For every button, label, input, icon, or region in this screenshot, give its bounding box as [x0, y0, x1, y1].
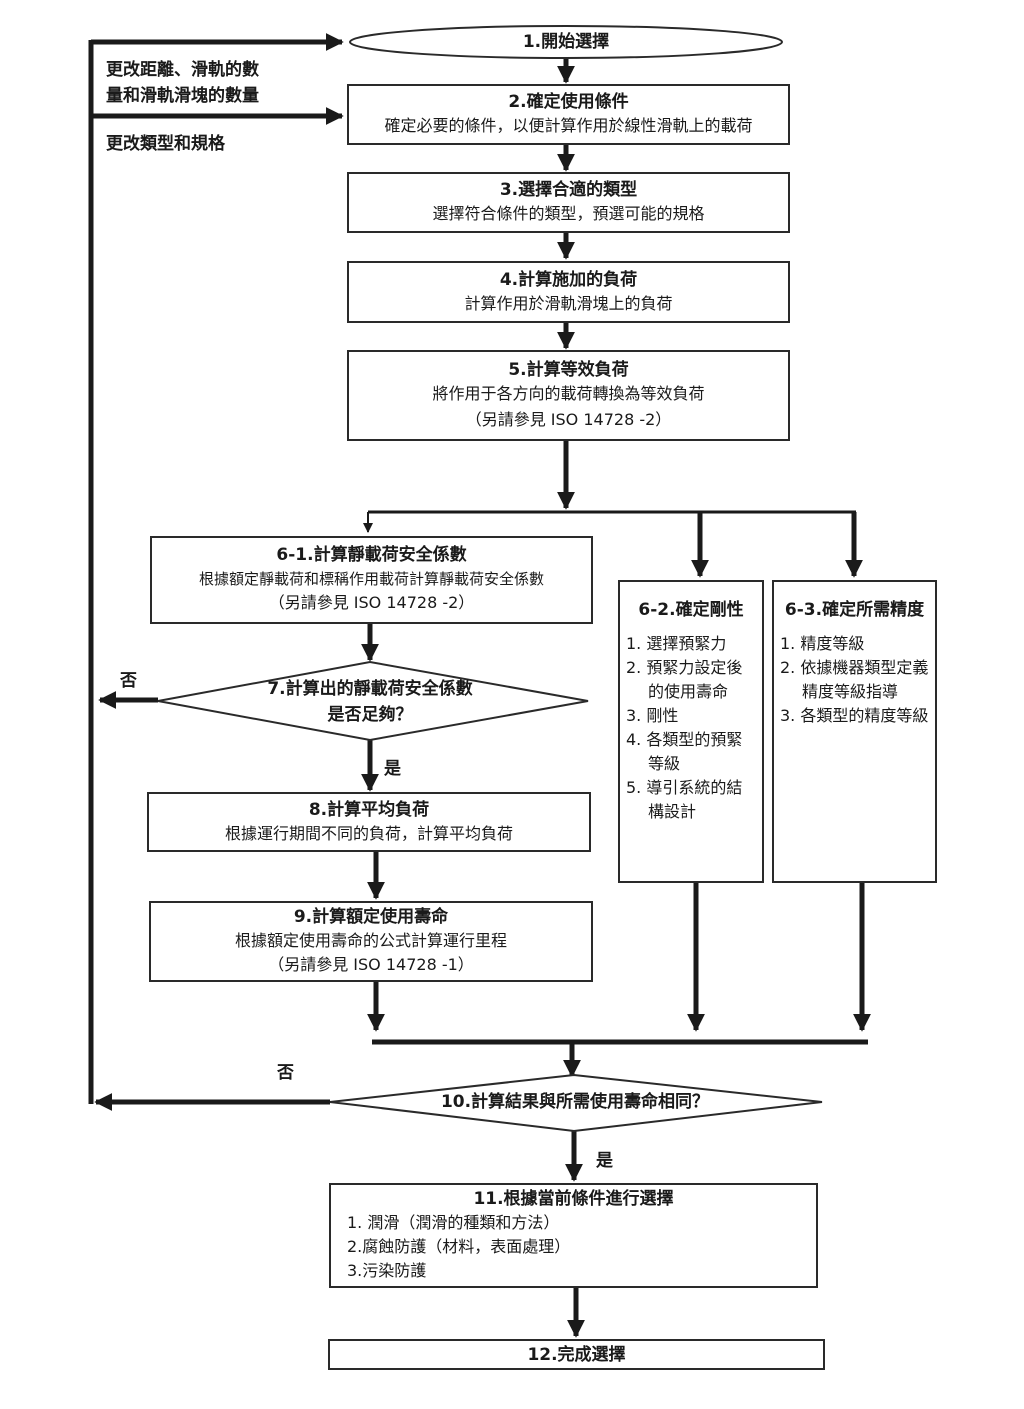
- step11-item: 2.腐蝕防護（材料，表面處理）: [347, 1237, 571, 1256]
- step5-box: 5.計算等效負荷 將作用于各方向的載荷轉換為等效負荷 （另請參見 ISO 147…: [347, 350, 790, 441]
- step5-ref: （另請參見 ISO 14728 -2）: [465, 410, 672, 429]
- decision-7-diamond: [157, 660, 589, 742]
- step9-box: 9.計算額定使用壽命 根據額定使用壽命的公式計算運行里程 （另請參見 ISO 1…: [149, 901, 593, 982]
- step62-title: 6-2.確定剛性: [638, 600, 744, 620]
- step11-box: 11.根據當前條件進行選擇 1. 潤滑（潤滑的種類和方法） 2.腐蝕防護（材料，…: [329, 1183, 818, 1288]
- step63-item: 3. 各類型的精度等級: [780, 706, 929, 725]
- step62-item: 3. 剛性: [626, 706, 679, 725]
- step7-line1: 7.計算出的靜載荷安全係數: [267, 679, 473, 699]
- label-change-distance-2: 量和滑軌滑塊的數量: [106, 86, 259, 106]
- step8-box: 8.計算平均負荷 根據運行期間不同的負荷，計算平均負荷: [147, 792, 591, 852]
- step63-item: 2. 依據機器類型定義精度等級指導: [780, 658, 929, 701]
- step11-title: 11.根據當前條件進行選擇: [473, 1189, 674, 1209]
- step61-title: 6-1.計算靜載荷安全係數: [276, 545, 467, 565]
- step11-list: 1. 潤滑（潤滑的種類和方法） 2.腐蝕防護（材料，表面處理） 3.污染防護: [331, 1211, 816, 1283]
- step63-item: 1. 精度等級: [780, 634, 865, 653]
- step62-item: 4. 各類型的預緊等級: [626, 730, 743, 773]
- step9-ref: （另請參見 ISO 14728 -1）: [268, 955, 474, 974]
- start-oval: [349, 25, 783, 59]
- step61-ref: （另請參見 ISO 14728 -2）: [268, 593, 475, 612]
- step61-box: 6-1.計算靜載荷安全係數 根據額定靜載荷和標稱作用載荷計算靜載荷安全係數 （另…: [150, 536, 593, 624]
- step8-title: 8.計算平均負荷: [308, 800, 430, 820]
- label-no-10: 否: [277, 1063, 294, 1083]
- step9-title: 9.計算額定使用壽命: [293, 907, 449, 927]
- label-change-type: 更改類型和規格: [106, 134, 225, 154]
- step4-body: 計算作用於滑軌滑塊上的負荷: [464, 294, 673, 313]
- label-change-distance-1: 更改距離、滑軌的數: [106, 60, 259, 80]
- step9-body: 根據額定使用壽命的公式計算運行里程: [234, 931, 507, 950]
- step12-box: 12.完成選擇: [328, 1339, 825, 1370]
- step2-box: 2.確定使用條件 確定必要的條件，以便計算作用於線性滑軌上的載荷: [347, 84, 790, 145]
- label-no-7: 否: [120, 671, 137, 691]
- step12-title: 12.完成選擇: [527, 1345, 626, 1365]
- step61-body: 根據額定靜載荷和標稱作用載荷計算靜載荷安全係數: [198, 570, 544, 588]
- step4-title: 4.計算施加的負荷: [499, 270, 638, 290]
- step5-body: 將作用于各方向的載荷轉換為等效負荷: [432, 384, 705, 403]
- step7-line2: 是否足夠？: [327, 705, 413, 725]
- step10-text: 10.計算結果與所需使用壽命相同？: [440, 1092, 710, 1112]
- step2-body: 確定必要的條件，以便計算作用於線性滑軌上的載荷: [384, 116, 753, 135]
- step5-title: 5.計算等效負荷: [508, 360, 629, 380]
- step62-item: 1. 選擇預緊力: [626, 634, 727, 653]
- step2-title: 2.確定使用條件: [508, 92, 629, 112]
- step3-box: 3.選擇合適的類型 選擇符合條件的類型，預選可能的規格: [347, 172, 790, 233]
- step62-box: 6-2.確定剛性 1. 選擇預緊力 2. 預緊力設定後的使用壽命 3. 剛性 4…: [618, 580, 764, 883]
- step4-box: 4.計算施加的負荷 計算作用於滑軌滑塊上的負荷: [347, 261, 790, 323]
- label-yes-10: 是: [596, 1151, 613, 1171]
- step7-text: 7.計算出的靜載荷安全係數 是否足夠？: [200, 676, 540, 728]
- label-yes-7: 是: [384, 759, 401, 779]
- step63-box: 6-3.確定所需精度 1. 精度等級 2. 依據機器類型定義精度等級指導 3. …: [772, 580, 937, 883]
- step62-item: 5. 導引系統的結構設計: [626, 778, 743, 821]
- step62-list: 1. 選擇預緊力 2. 預緊力設定後的使用壽命 3. 剛性 4. 各類型的預緊等…: [620, 632, 762, 824]
- step8-body: 根據運行期間不同的負荷，計算平均負荷: [224, 824, 513, 843]
- step11-item: 1. 潤滑（潤滑的種類和方法）: [347, 1213, 560, 1232]
- step3-body: 選擇符合條件的類型，預選可能的規格: [432, 204, 705, 223]
- decision-10-diamond: [329, 1073, 823, 1133]
- step1-title: 1.開始選擇: [522, 32, 610, 52]
- step63-list: 1. 精度等級 2. 依據機器類型定義精度等級指導 3. 各類型的精度等級: [774, 632, 935, 728]
- step3-title: 3.選擇合適的類型: [499, 180, 638, 200]
- step11-item: 3.污染防護: [347, 1261, 427, 1280]
- step63-title: 6-3.確定所需精度: [784, 600, 925, 620]
- step62-item: 2. 預緊力設定後的使用壽命: [626, 658, 743, 701]
